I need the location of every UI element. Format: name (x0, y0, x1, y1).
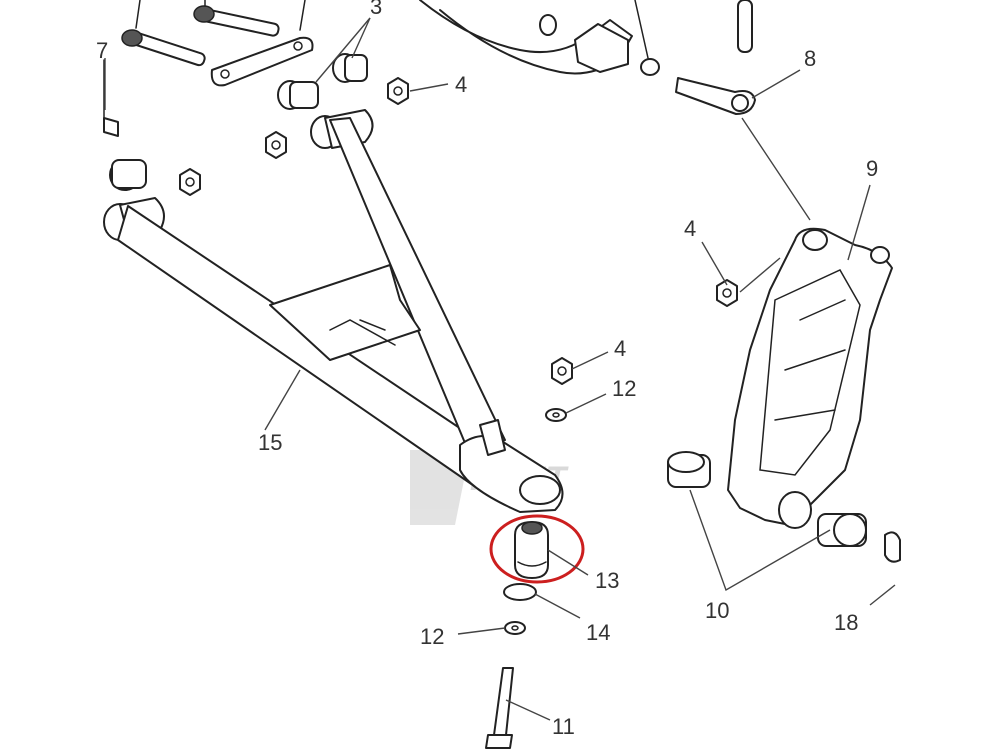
callout-14: 14 (586, 620, 610, 645)
snap-ring (503, 583, 537, 601)
callout-7: 7 (96, 38, 108, 63)
axle-shaft-top (419, 0, 660, 76)
leader-lines (104, 17, 896, 721)
callout-11: 11 (552, 714, 575, 739)
bracket-left-edge (103, 59, 119, 137)
lower-a-arm (103, 109, 564, 513)
nut-mid (551, 357, 573, 385)
bolt-lower (485, 667, 514, 749)
callout-13: 13 (595, 568, 619, 593)
callout-10: 10 (705, 598, 729, 623)
plate-link (210, 0, 314, 87)
washer-upper (545, 408, 567, 422)
tie-rod-end (675, 0, 756, 115)
highlight-circle (489, 514, 585, 584)
washer-lower (504, 621, 526, 635)
nut-top (387, 77, 409, 105)
callouts: 3 4 7 8 9 4 4 12 15 13 14 12 11 10 18 (96, 0, 878, 739)
callout-15: 15 (258, 430, 282, 455)
nut-left-a (265, 131, 287, 159)
callout-3: 3 (370, 0, 382, 19)
bushing-10-left (667, 451, 711, 488)
nut-left-b (179, 168, 201, 196)
ball-joint (514, 521, 549, 579)
bushing-10-right (817, 513, 867, 547)
steering-knuckle (727, 227, 893, 529)
callout-18: 18 (834, 610, 858, 635)
nut-knuckle (716, 279, 738, 307)
callout-8: 8 (804, 46, 816, 71)
callout-12-low: 12 (420, 624, 444, 649)
callout-4-mid: 4 (684, 216, 696, 241)
callout-9: 9 (866, 156, 878, 181)
bolt-upper-left (121, 0, 206, 67)
part-18 (884, 531, 901, 563)
bolt-upper-middle (193, 0, 280, 37)
bushing-pair-3 (277, 53, 368, 110)
callout-4-low: 4 (614, 336, 626, 361)
callout-12-top: 12 (612, 376, 636, 401)
callout-4-top: 4 (455, 72, 467, 97)
bushing-left (109, 159, 147, 191)
